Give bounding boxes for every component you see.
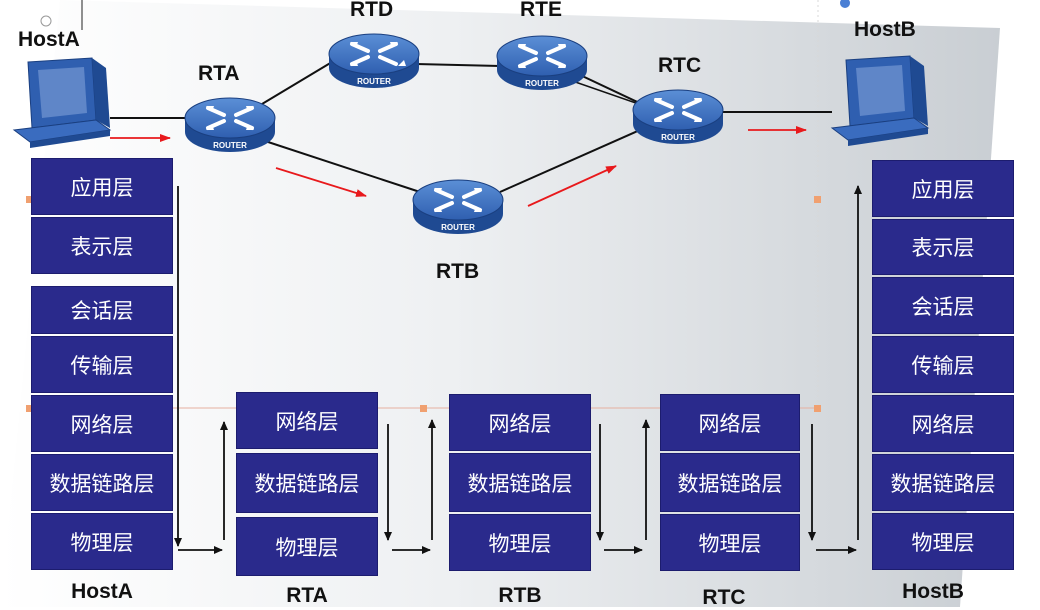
hostb-layer-datalink: 数据链路层: [872, 454, 1014, 511]
router-icon: ROUTER: [496, 35, 588, 90]
hostb-layer-transport: 传输层: [872, 336, 1014, 393]
hosta-layer-presentation: 表示层: [31, 217, 173, 274]
router-icon: ROUTER: [184, 97, 276, 152]
rtb-label: RTB: [436, 260, 479, 283]
hostb-stack-label: HostB: [902, 580, 964, 603]
hosta-layer-datalink: 数据链路层: [31, 454, 173, 511]
host-a-label: HostA: [18, 28, 80, 51]
selection-handle: [814, 405, 821, 412]
computer-icon: [12, 57, 112, 148]
selection-handle: [26, 196, 33, 203]
rotate-handle: [40, 15, 52, 27]
router-badge-rtd: ROUTER: [357, 77, 391, 86]
hosta-layer-physical: 物理层: [31, 513, 173, 570]
router-badge-rta: ROUTER: [213, 141, 247, 150]
rte-label: RTE: [520, 0, 562, 21]
computer-icon: [830, 55, 930, 146]
rtc-layer-physical: 物理层: [660, 514, 800, 571]
rta-layer-physical: 物理层: [236, 517, 378, 576]
rtb-layer-physical: 物理层: [449, 514, 591, 571]
add-handle: [840, 0, 850, 8]
router-icon: ROUTER: [328, 33, 420, 88]
hosta-stack-label: HostA: [71, 580, 133, 603]
host-b-label: HostB: [854, 18, 916, 41]
rtc-stack-label: RTC: [702, 586, 746, 609]
selection-handle: [26, 405, 33, 412]
rtc-layer-datalink: 数据链路层: [660, 453, 800, 512]
rtb-layer-datalink: 数据链路层: [449, 453, 591, 512]
router-icon: ROUTER: [412, 179, 504, 234]
hostb-layer-session: 会话层: [872, 277, 1014, 334]
path-arrow: [275, 167, 367, 197]
rta-layer-network: 网络层: [236, 392, 378, 449]
hostb-layer-physical: 物理层: [872, 513, 1014, 570]
router-badge-rte: ROUTER: [525, 79, 559, 88]
hostb-layer-presentation: 表示层: [872, 219, 1014, 275]
router-icon: ROUTER: [632, 89, 724, 144]
link-rtd-rte: [415, 63, 501, 67]
rtb-layer-network: 网络层: [449, 394, 591, 451]
rtc-label: RTC: [658, 54, 701, 77]
hosta-layer-application: 应用层: [31, 158, 173, 215]
rtd-label: RTD: [350, 0, 393, 21]
link-rta-rtd: [261, 61, 333, 105]
hosta-layer-session: 会话层: [31, 286, 173, 334]
rta-label: RTA: [198, 62, 240, 85]
path-arrows: [110, 126, 807, 207]
link-rtb-rtc: [499, 129, 641, 193]
router-badge-rtc: ROUTER: [661, 133, 695, 142]
hostb-layer-network: 网络层: [872, 395, 1014, 452]
hostb-layer-application: 应用层: [872, 160, 1014, 217]
rtc-layer-network: 网络层: [660, 394, 800, 451]
path-arrow: [527, 165, 617, 207]
selection-handle: [814, 196, 821, 203]
hosta-layer-network: 网络层: [31, 395, 173, 452]
rtb-stack-label: RTB: [498, 584, 542, 607]
flow-arrows: [174, 185, 862, 554]
link-rta-rtb: [261, 139, 421, 193]
hosta-layer-transport: 传输层: [31, 336, 173, 393]
selection-handle: [420, 405, 427, 412]
rta-stack-label: RTA: [286, 584, 328, 607]
router-badge-rtb: ROUTER: [441, 223, 475, 232]
rta-layer-datalink: 数据链路层: [236, 453, 378, 513]
